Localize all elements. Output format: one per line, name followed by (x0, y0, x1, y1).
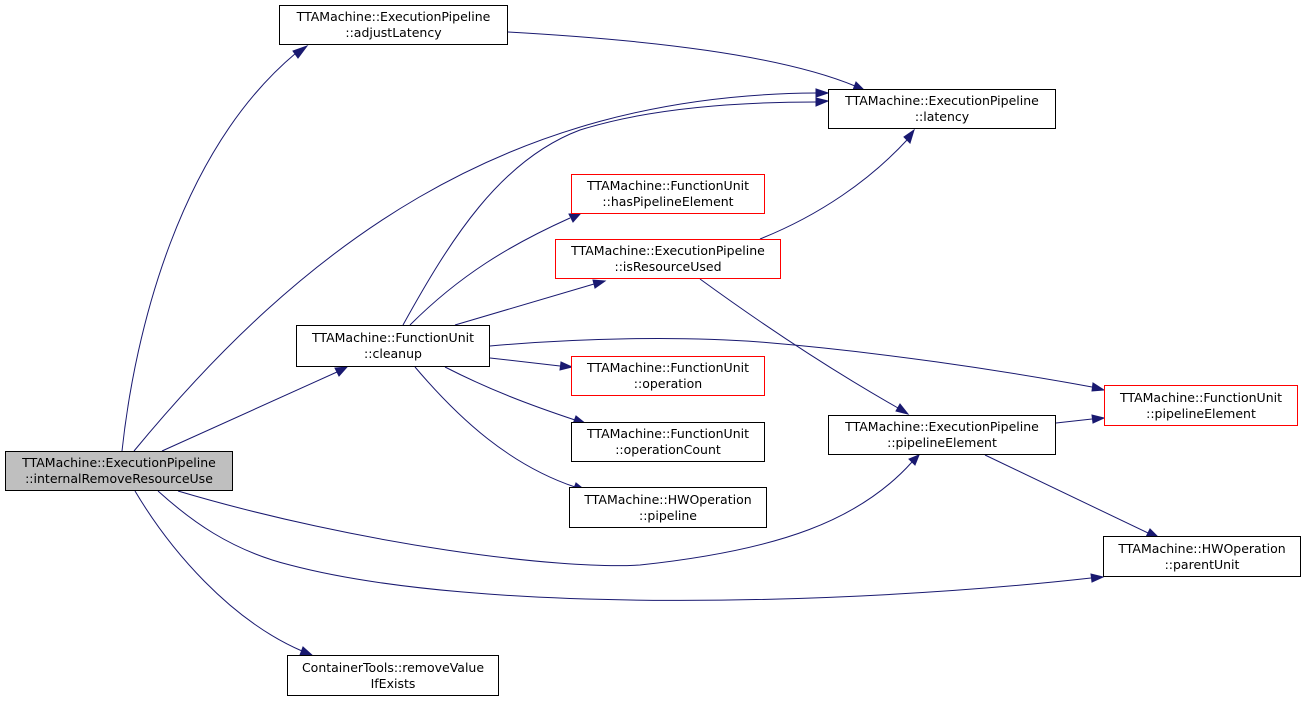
node-label-line1: TTAMachine::ExecutionPipeline (22, 455, 216, 470)
node-parentUnit[interactable]: TTAMachine::HWOperation ::parentUnit (1103, 536, 1301, 577)
node-label-line1: TTAMachine::FunctionUnit (312, 330, 474, 345)
node-label-line1: TTAMachine::ExecutionPipeline (296, 9, 491, 24)
edge-isResourceUsed-to-latency (759, 139, 908, 240)
arrow-cleanup-to-hasPipelineElement (568, 212, 583, 223)
node-label-line1: TTAMachine::HWOperation (1118, 540, 1286, 556)
node-label-line1: TTAMachine::FunctionUnit (587, 360, 749, 375)
edge-root-to-adjustLatency (121, 52, 297, 452)
arrow-cleanup-to-fuOperation (559, 361, 574, 371)
node-isResourceUsed[interactable]: TTAMachine::ExecutionPipeline ::isResour… (555, 239, 781, 279)
node-label-line2: ::pipelineElement (1146, 405, 1256, 421)
edge-epPipelineElement-to-fuPipelineElement (1055, 418, 1093, 424)
edge-adjustLatency-to-latency (507, 31, 856, 87)
edge-root-to-cleanup (161, 371, 338, 452)
arrow-cleanup-to-fuPipelineElement (1091, 382, 1106, 392)
node-label-line1: TTAMachine::FunctionUnit (587, 426, 749, 441)
node-label-line2: ::pipeline (638, 507, 697, 523)
node-label-line2: ::latency (914, 109, 970, 124)
node-label-line2: ::hasPipelineElement (602, 194, 734, 209)
node-label-line2: IfExists (370, 675, 416, 691)
edge-root-to-removeValue (134, 490, 303, 652)
node-label-line2: ::operation (633, 376, 703, 391)
edge-isResourceUsed-to-epPipelineElement (699, 278, 899, 409)
node-label-line2: ::parentUnit (1164, 556, 1240, 572)
arrow-cleanup-to-latency (815, 97, 830, 107)
edge-cleanup-to-latency (402, 101, 817, 326)
node-label-line2: ::cleanup (364, 346, 422, 361)
node-label-line2: ::adjustLatency (345, 25, 442, 40)
node-removeValueIfExists[interactable]: ContainerTools::removeValue IfExists (287, 655, 499, 696)
node-label-line1: TTAMachine::ExecutionPipeline (845, 419, 1039, 434)
edge-root-to-parentUnit (157, 490, 1092, 601)
node-label-line2: ::pipelineElement (887, 435, 997, 450)
node-latency[interactable]: TTAMachine::ExecutionPipeline ::latency (828, 89, 1056, 129)
edge-cleanup-to-fuOperation (489, 357, 561, 367)
node-label-line1: TTAMachine::ExecutionPipeline (571, 243, 765, 258)
arrow-isResourceUsed-to-epPipelineElement (895, 403, 910, 415)
node-internalRemoveResourceUse: TTAMachine::ExecutionPipeline ::internal… (5, 451, 233, 491)
arrow-epPipelineElement-to-fuPipelineElement (1091, 414, 1106, 424)
arrow-root-to-epPipelineElement (908, 454, 920, 466)
node-label-line2: ::isResourceUsed (614, 259, 722, 274)
arrow-isResourceUsed-to-latency (903, 128, 915, 144)
node-label-line1: TTAMachine::FunctionUnit (1120, 389, 1282, 405)
edge-cleanup-to-isResourceUsed (454, 283, 595, 326)
node-adjustLatency[interactable]: TTAMachine::ExecutionPipeline ::adjustLa… (279, 5, 508, 45)
node-ep-pipelineElement[interactable]: TTAMachine::ExecutionPipeline ::pipeline… (828, 415, 1056, 455)
edge-cleanup-to-hasPipelineElement (409, 217, 571, 326)
edge-cleanup-to-fuPipelineElement (489, 338, 1093, 388)
edge-root-to-epPipelineElement (177, 461, 913, 567)
node-hw-pipeline[interactable]: TTAMachine::HWOperation ::pipeline (569, 487, 767, 528)
node-operationCount[interactable]: TTAMachine::FunctionUnit ::operationCoun… (571, 422, 765, 462)
node-hasPipelineElement[interactable]: TTAMachine::FunctionUnit ::hasPipelineEl… (571, 174, 765, 214)
arrow-root-to-adjustLatency (292, 44, 309, 59)
node-label-line2: ::operationCount (615, 442, 721, 457)
node-label-line1: TTAMachine::FunctionUnit (587, 178, 749, 193)
arrow-root-to-latency (815, 88, 830, 98)
arrow-root-to-cleanup (334, 366, 349, 377)
node-fu-pipelineElement[interactable]: TTAMachine::FunctionUnit ::pipelineEleme… (1104, 385, 1298, 426)
node-cleanup[interactable]: TTAMachine::FunctionUnit ::cleanup (296, 325, 490, 367)
node-label-line2: ::internalRemoveResourceUse (25, 471, 213, 486)
node-fu-operation[interactable]: TTAMachine::FunctionUnit ::operation (571, 356, 765, 396)
edge-cleanup-to-hwPipeline (414, 366, 576, 488)
edge-epPipelineElement-to-parentUnit (984, 454, 1149, 534)
arrow-cleanup-to-isResourceUsed (592, 279, 607, 289)
edge-cleanup-to-operationCount (444, 366, 576, 421)
node-label-line1: TTAMachine::ExecutionPipeline (845, 93, 1039, 108)
node-label-line1: TTAMachine::HWOperation (584, 491, 752, 507)
arrow-root-to-parentUnit (1090, 573, 1105, 583)
edge-root-to-latency (133, 92, 817, 452)
node-label-line1: ContainerTools::removeValue (301, 659, 485, 675)
